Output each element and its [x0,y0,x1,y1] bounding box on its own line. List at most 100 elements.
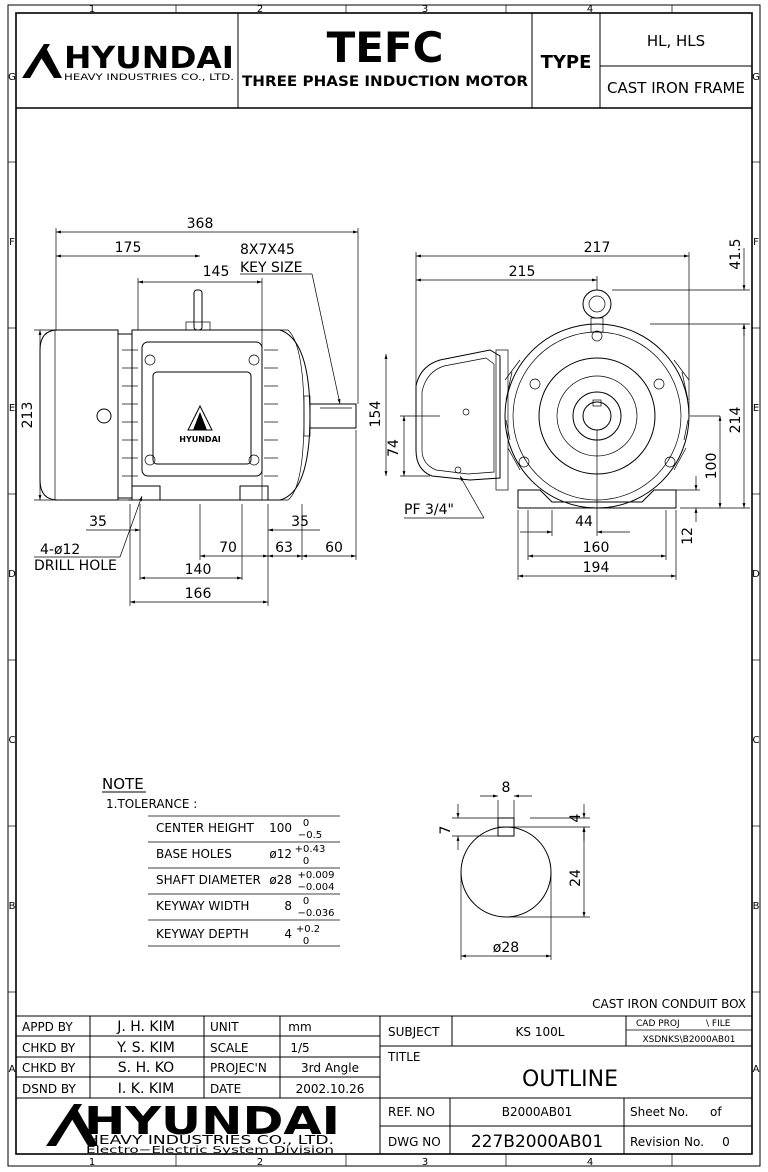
value-2: 3rd Angle [301,1061,359,1075]
dim-160: 160 [583,540,610,556]
title-block: CAST IRON CONDUIT BOX APPD BY J. H. KIM … [16,997,752,1156]
tol-upper-1: +0.43 [295,844,326,855]
grid-row-e-right: E [753,403,759,414]
cad-proj: CAD PROJ [636,1019,680,1029]
shaft-section: 8 7 4 24 ø28 [438,780,590,960]
grid-row-c-right: C [753,735,760,746]
dim-24: 24 [568,869,584,887]
role-0: APPD BY [22,1020,73,1034]
holes-note-2: DRILL HOLE [34,558,117,574]
sheet-of: of [710,1105,722,1119]
notes-block: NOTE 1.TOLERANCE : CENTER HEIGHT 100 0 −… [102,775,340,947]
header-block: HYUNDAI HEAVY INDUSTRIES CO., LTD. TEFC … [16,13,752,109]
tolerance-table: CENTER HEIGHT 100 0 −0.5 BASE HOLES ø12 … [148,815,340,947]
dim-166: 166 [185,586,212,602]
tol-label-2: SHAFT DIAMETER [156,873,261,887]
type-label: TYPE [541,52,592,73]
dim-44: 44 [575,514,593,530]
tol-label-0: CENTER HEIGHT [156,821,254,835]
key-0: UNIT [210,1020,239,1034]
end-view: 217 215 41.5 214 100 74 PF 3/4" 44 [386,238,750,580]
side-dimensions: 368 175 145 8X7X45 KEY SIZE 213 154 35 3… [20,216,388,606]
title-value: OUTLINE [522,1067,618,1092]
grid-col-4-bottom: 4 [587,1157,593,1168]
name-1: Y. S. KIM [116,1040,175,1056]
dim-70: 70 [219,540,237,556]
key-size-1: 8X7X45 [240,242,295,258]
dim-368: 368 [187,216,214,232]
dwg-label: DWG NO [388,1135,441,1149]
grid-col-1-bottom: 1 [89,1157,95,1168]
subject-value: KS 100L [516,1025,565,1039]
key-height: 7 [438,826,454,835]
cad-path: XSDNKS\B2000AB01 [642,1035,735,1045]
grid-row-c: C [9,735,16,746]
value-1: 1/5 [290,1041,309,1055]
dim-215: 215 [509,264,536,280]
grid-col-3: 3 [422,4,428,15]
shaft-diameter: ø28 [493,940,519,956]
role-1: CHKD BY [22,1041,76,1055]
tol-lower-1: 0 [303,856,309,867]
tol-nominal-1: ø12 [269,847,292,861]
tol-lower-3: −0.036 [297,908,334,919]
grid-row-a: A [9,1064,16,1075]
dim-217: 217 [584,240,611,256]
grid-row-d: D [8,569,16,580]
tol-upper-2: +0.009 [297,870,334,881]
footer-brand-sub1: HEAVY INDUSTRIES CO., LTD. [86,1133,334,1147]
grid-row-b-right: B [753,901,760,912]
dim-60: 60 [325,540,343,556]
grid-row-f-right: F [753,237,759,248]
rev-label: Revision No. [630,1135,704,1149]
tol-lower-4: 0 [303,936,309,947]
grid-row-b: B [9,901,16,912]
footer-brand-sub2: Electro−Electric System Division [86,1145,334,1156]
grid-row-g-right: G [752,72,760,83]
dim-41-5: 41.5 [728,238,744,269]
dim-145: 145 [203,264,230,280]
cad-file: \ FILE [706,1019,731,1029]
holes-note-1: 4-ø12 [40,542,80,558]
grid-row-f: F [9,237,15,248]
key-depth: 4 [568,813,584,822]
dim-214: 214 [728,407,744,434]
role-3: DSND BY [22,1082,76,1096]
name-3: I. K. KIM [118,1081,175,1097]
tol-label-1: BASE HOLES [156,847,232,861]
dim-175: 175 [115,240,142,256]
dim-12: 12 [680,527,696,545]
side-view: HYUNDAI 368 175 145 8X7X45 KEY SIZE [20,216,388,606]
tol-upper-3: 0 [303,896,309,907]
header-title: TEFC [327,23,444,72]
pf-label: PF 3/4" [404,502,454,518]
grid-col-2-bottom: 2 [257,1157,263,1168]
dim-74: 74 [386,439,402,457]
grid-col-4: 4 [587,4,593,15]
grid-labels: 1 2 3 4 1 2 3 4 G F E D C B A G F E D C … [8,4,760,1168]
value-0: mm [288,1020,311,1034]
grid-col-2: 2 [257,4,263,15]
header-subtitle: THREE PHASE INDUCTION MOTOR [242,74,528,90]
tol-upper-4: +0.2 [296,924,320,935]
tol-label-3: KEYWAY WIDTH [156,899,249,913]
key-3: DATE [210,1082,241,1096]
ref-value: B2000AB01 [502,1105,572,1119]
key-1: SCALE [210,1041,248,1055]
footer-brand: HYUNDAI [84,1099,340,1143]
dim-35-left: 35 [89,514,107,530]
name-0: J. H. KIM [116,1019,175,1035]
grid-col-3-bottom: 3 [422,1157,428,1168]
dim-100: 100 [704,453,720,480]
value-3: 2002.10.26 [296,1082,365,1096]
conduit-note: CAST IRON CONDUIT BOX [592,997,746,1011]
dim-154: 154 [368,401,384,428]
tol-upper-0: 0 [303,818,309,829]
grid-row-d-right: D [752,569,760,580]
dwg-value: 227B2000AB01 [471,1132,603,1152]
subject-label: SUBJECT [388,1025,440,1039]
tol-lower-0: −0.5 [298,830,322,841]
role-2: CHKD BY [22,1061,76,1075]
tolerance-heading: 1.TOLERANCE : [106,797,197,811]
